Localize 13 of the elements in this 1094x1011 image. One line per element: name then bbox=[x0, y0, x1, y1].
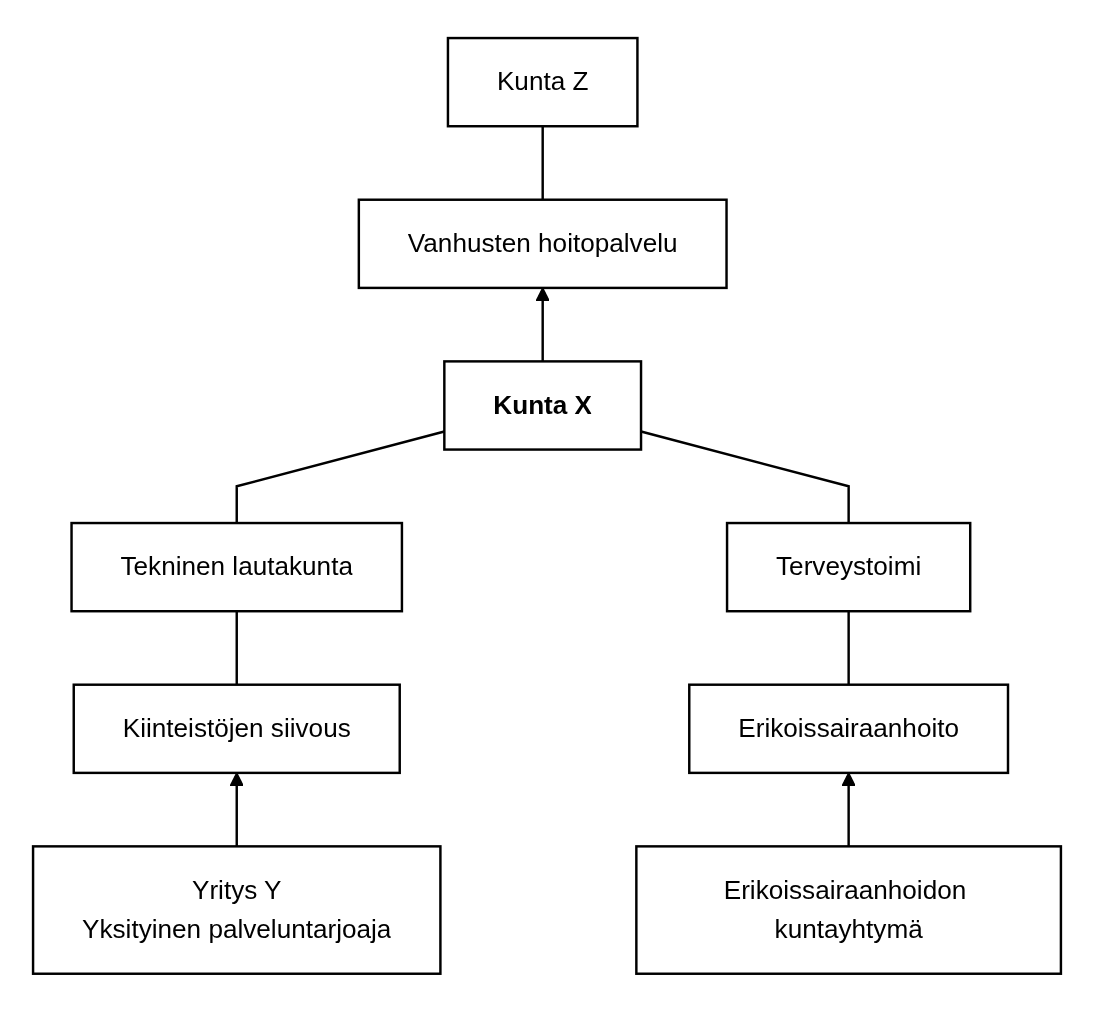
connector bbox=[235, 429, 445, 523]
node-box: Tekninen lautakunta bbox=[70, 521, 404, 613]
node-box: Erikoissairaanhoito bbox=[688, 683, 1010, 774]
node-box: Kiinteistöjen siivous bbox=[72, 683, 401, 774]
node-box: Terveystoimi bbox=[725, 521, 972, 613]
node-box: Vanhusten hoitopalvelu bbox=[357, 198, 728, 289]
node-box: Erikoissairaanhoidon kuntayhtymä bbox=[635, 844, 1063, 975]
node-box: Kunta Z bbox=[446, 36, 639, 128]
connector bbox=[847, 610, 850, 685]
connector bbox=[235, 610, 238, 685]
connector bbox=[541, 125, 544, 200]
node-box: Kunta X bbox=[443, 359, 643, 451]
node-box: Yritys Y Yksityinen palveluntarjoaja bbox=[31, 844, 442, 975]
